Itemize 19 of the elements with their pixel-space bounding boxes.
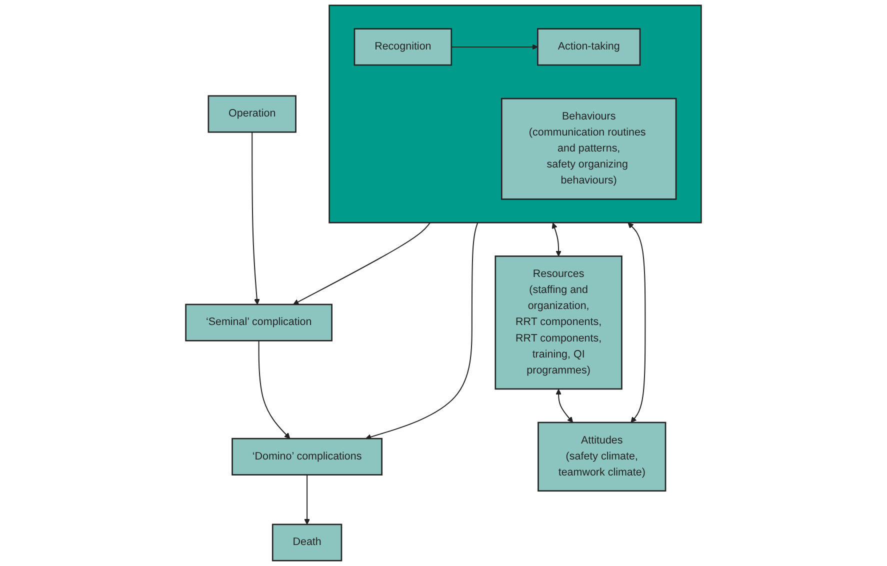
node-box: Action-taking [537, 28, 641, 66]
arrow [365, 222, 478, 440]
node-box: Resources (staffing and organization, RRT components, RRT components, training, QI programmes) [494, 256, 622, 390]
node-box: Recognition [354, 28, 452, 66]
arrow [628, 222, 646, 423]
arrow [451, 44, 538, 50]
arrow [304, 474, 310, 525]
node-box: ‘Domino’ complications [232, 438, 382, 476]
arrow [552, 222, 562, 256]
arrow [556, 388, 574, 423]
cluster [328, 4, 702, 224]
arrow [252, 132, 260, 305]
arrow [293, 222, 431, 305]
node-box: Operation [208, 95, 296, 133]
node-box: Attitudes (safety climate, teamwork climate) [538, 422, 666, 492]
arrow [258, 340, 290, 439]
node-box: Behaviours (communication routines and patterns, safety organizing behaviours) [501, 98, 677, 200]
node-box: Death [272, 524, 342, 562]
node-box: ‘Seminal’ complication [185, 304, 332, 342]
